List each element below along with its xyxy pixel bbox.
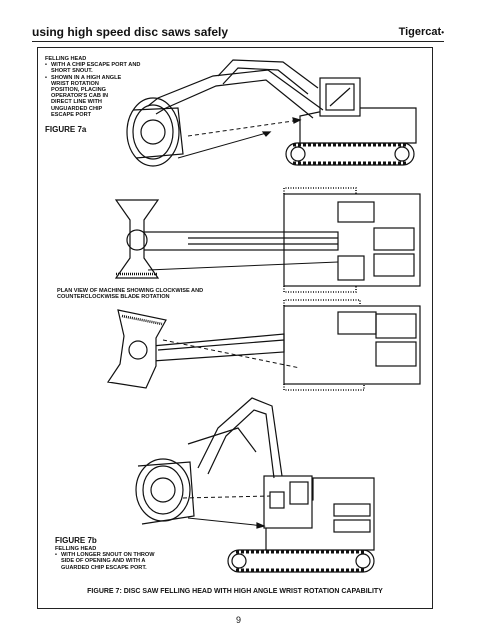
page-number: 9 [235, 615, 241, 625]
machine-illustrations [106, 59, 421, 573]
header-rule [32, 41, 444, 42]
plan-view-clockwise [114, 187, 421, 293]
plan-view-label: PLAN VIEW OF MACHINE SHOWING CLOCKWISE A… [57, 288, 204, 301]
fig7a-bullet-2: SHOWN IN A HIGH ANGLE WRIST ROTATION POS… [45, 75, 123, 118]
plan-view-counterclockwise [106, 299, 421, 391]
figure-frame [37, 47, 433, 609]
fig7a-heading: FELLING HEAD [45, 56, 87, 62]
feller-buncher-side-view-7b [135, 397, 375, 573]
fig7b-label: FIGURE 7b [55, 536, 97, 545]
fig7b-heading: FELLING HEAD [55, 546, 97, 552]
brand-mark: • [441, 28, 444, 37]
page-header-title: using high speed disc saws safely [32, 25, 229, 39]
brand-logo: Tigercat• [399, 26, 444, 38]
fig7a-notes: FELLING HEAD WITH A CHIP ESCAPE PORT AND… [45, 56, 155, 118]
fig7b-notes: FELLING HEAD WITH LONGER SNOUT ON THROW … [55, 546, 163, 571]
fig7a-bullet-1: WITH A CHIP ESCAPE PORT AND SHORT SNOUT. [45, 62, 155, 74]
brand-name: Tigercat [398, 26, 442, 38]
feller-buncher-side-view-7a [126, 59, 417, 167]
figure-caption: FIGURE 7: DISC SAW FELLING HEAD WITH HIG… [87, 588, 383, 595]
fig7b-bullet-1: WITH LONGER SNOUT ON THROW SIDE OF OPENI… [55, 552, 163, 571]
fig7a-label: FIGURE 7a [45, 125, 87, 134]
